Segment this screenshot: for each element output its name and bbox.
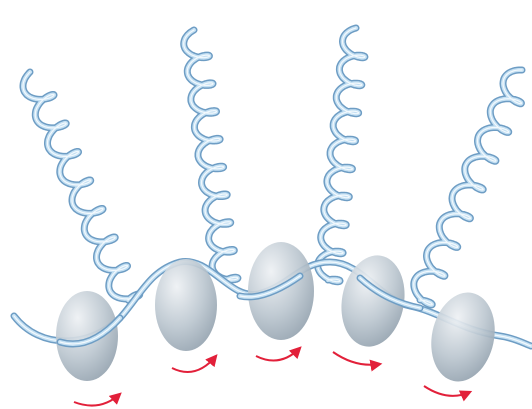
coil-4 xyxy=(414,70,522,305)
ellipsoid-icon xyxy=(423,287,502,388)
rotation-arrows xyxy=(74,348,470,406)
ellipsoid-icon xyxy=(155,259,217,351)
ellipsoid-icon xyxy=(56,291,118,381)
coil-1 xyxy=(23,72,140,300)
curved-arrow-icon xyxy=(74,394,120,406)
curved-arrow-icon xyxy=(172,356,216,372)
curved-arrow-icon xyxy=(256,348,300,361)
curved-arrow-icon xyxy=(424,386,470,396)
coil-3 xyxy=(318,28,365,282)
curved-arrow-icon xyxy=(333,352,380,365)
coil-2 xyxy=(184,30,238,280)
